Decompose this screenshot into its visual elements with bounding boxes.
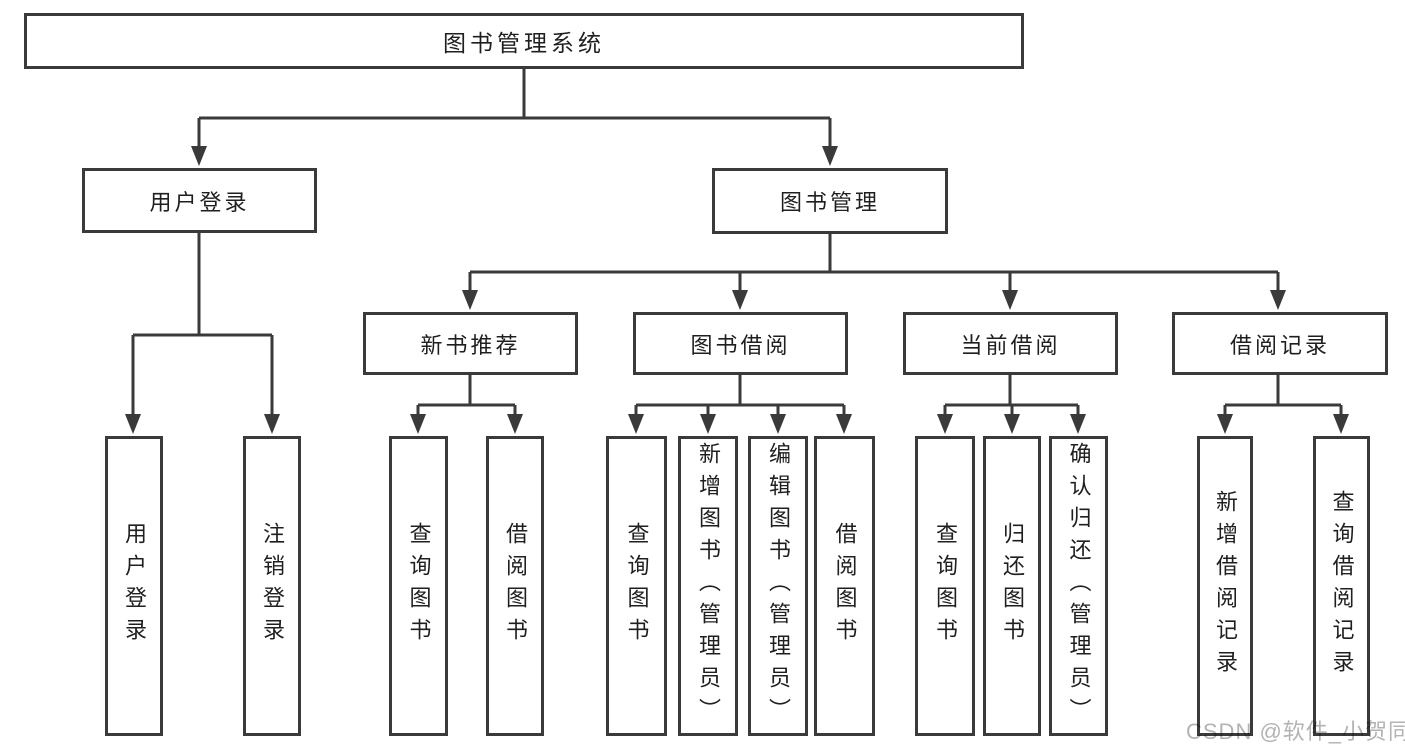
node-new-book-recommend: 新书推荐: [363, 312, 578, 375]
leaf-add-books-admin: 新增图书（管理员）: [678, 436, 738, 736]
node-user-login-label: 用户登录: [149, 189, 250, 215]
node-current-borrow-label: 当前借阅: [960, 332, 1061, 358]
watermark: CSDN @软件_小贺同学: [1186, 719, 1405, 744]
leaf-add-borrow-record-label: 新增借阅记录: [1213, 490, 1238, 682]
node-new-book-recommend-label: 新书推荐: [420, 332, 521, 358]
node-user-login: 用户登录: [82, 168, 317, 233]
leaf-return-books: 归还图书: [983, 436, 1041, 736]
leaf-borrow-books-recommend-label: 借阅图书: [503, 522, 528, 650]
leaf-borrow-books-recommend: 借阅图书: [486, 436, 544, 736]
leaf-query-books-borrow: 查询图书: [606, 436, 667, 736]
edges-current-borrow-group: [937, 375, 1086, 434]
leaf-borrow-books: 借阅图书: [814, 436, 875, 736]
leaf-query-books-current: 查询图书: [915, 436, 975, 736]
edges-user-login-group: [125, 233, 280, 434]
leaf-user-login: 用户登录: [105, 436, 163, 736]
leaf-confirm-return-admin-label: 确认归还（管理员）: [1066, 442, 1092, 730]
edges-book-borrow-group: [628, 375, 852, 434]
node-book-management-label: 图书管理: [779, 190, 880, 215]
leaf-edit-books-admin: 编辑图书（管理员）: [748, 436, 808, 736]
leaf-query-books-borrow-label: 查询图书: [624, 522, 650, 650]
leaf-add-books-admin-label: 新增图书（管理员）: [696, 442, 721, 730]
edges-root-to-level2: [191, 69, 838, 166]
leaf-query-borrow-record-label: 查询借阅记录: [1329, 490, 1355, 682]
leaf-edit-books-admin-label: 编辑图书（管理员）: [766, 442, 791, 730]
leaf-borrow-books-label: 借阅图书: [832, 522, 858, 650]
edges-new-book-group: [410, 375, 523, 434]
leaf-add-borrow-record: 新增借阅记录: [1197, 436, 1253, 736]
node-book-borrow-label: 图书借阅: [690, 332, 791, 358]
node-borrow-records: 借阅记录: [1172, 312, 1388, 375]
node-root: 图书管理系统: [24, 13, 1024, 69]
leaf-return-books-label: 归还图书: [1000, 522, 1025, 650]
node-book-borrow: 图书借阅: [633, 312, 848, 375]
leaf-query-books-recommend-label: 查询图书: [406, 522, 432, 650]
leaf-confirm-return-admin: 确认归还（管理员）: [1049, 436, 1108, 736]
node-book-management: 图书管理: [712, 168, 948, 234]
node-borrow-records-label: 借阅记录: [1229, 332, 1330, 358]
leaf-query-books-current-label: 查询图书: [933, 522, 958, 650]
leaf-logout: 注销登录: [243, 436, 301, 736]
node-root-label: 图书管理系统: [443, 30, 605, 56]
leaf-logout-label: 注销登录: [260, 522, 285, 650]
edges-book-management-group: [462, 234, 1286, 310]
edges-borrow-records-group: [1217, 375, 1349, 434]
leaf-user-login-label: 用户登录: [122, 522, 147, 650]
leaf-query-borrow-record: 查询借阅记录: [1313, 436, 1370, 736]
node-current-borrow: 当前借阅: [903, 312, 1118, 375]
leaf-query-books-recommend: 查询图书: [389, 436, 448, 736]
